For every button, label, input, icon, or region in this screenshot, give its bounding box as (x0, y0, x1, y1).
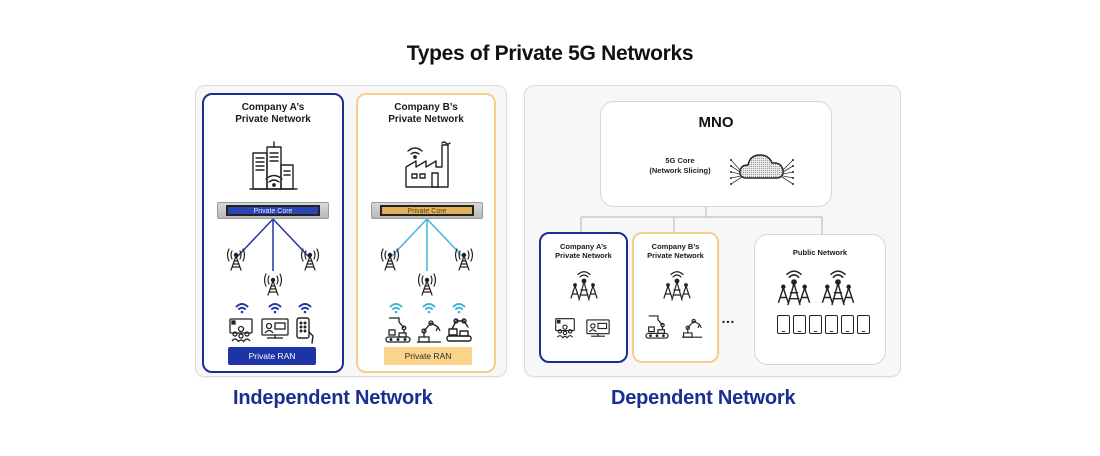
smartphone-icon (825, 315, 838, 334)
robot-arm-conveyor-icon (645, 315, 669, 339)
smartphone-icon (857, 315, 870, 334)
5g-core-label: 5G Core (Network Slicing) (649, 156, 711, 175)
company-b-dependent-title: Company B’s Private Network (647, 242, 704, 260)
cell-tower-cluster-icon (570, 271, 598, 301)
mno-connector-lines (580, 207, 823, 238)
wifi-icon (298, 303, 312, 315)
cell-tower-icon (454, 248, 474, 271)
cell-tower-icon (417, 273, 437, 296)
cell-tower-cluster-icon (777, 270, 811, 306)
smartphone-hand-icon (296, 317, 314, 344)
phone-row (777, 315, 870, 334)
robot-arm-conveyor-icon (385, 317, 411, 343)
smartphone-icon (793, 315, 806, 334)
public-network-box: Public Network (754, 234, 886, 365)
industrial-robot-icon (681, 318, 703, 338)
company-a-title: Company A’s Private Network (235, 102, 311, 125)
wifi-icon (268, 303, 282, 315)
smartphone-icon (777, 315, 790, 334)
cloud-network-icon (730, 154, 794, 185)
factory-wifi-icon (405, 141, 451, 188)
cell-tower-cluster-icon (821, 270, 855, 306)
presentation-screen-icon (586, 319, 610, 337)
cell-tower-icon (263, 273, 283, 296)
independent-network-panel: Company A’s Private Network Private Core (195, 85, 507, 377)
private-ran-label-a: Private RAN (228, 347, 316, 365)
private-ran-label-b: Private RAN (384, 347, 472, 365)
independent-network-label: Independent Network (233, 387, 433, 409)
mno-title: MNO (698, 114, 734, 131)
industrial-robot-icon (416, 320, 442, 343)
company-b-dependent-box: Company B’s Private Network (632, 232, 719, 363)
robot-packaging-icon (446, 318, 472, 342)
private-core-server-a: Private Core (217, 202, 329, 219)
public-network-title: Public Network (792, 248, 848, 257)
cell-tower-cluster-icon (663, 271, 691, 301)
cell-tower-icon (300, 248, 320, 271)
wifi-icon (235, 303, 249, 315)
cell-tower-icon (226, 248, 246, 271)
core-to-tower-links-a (236, 218, 310, 271)
company-a-independent-box: Company A’s Private Network Private Core (202, 93, 344, 373)
diagram-title: Types of Private 5G Networks (406, 42, 694, 65)
more-networks-ellipsis: … (721, 310, 736, 326)
company-b-independent-box: Company B’s Private Network Private Core (356, 93, 496, 373)
dependent-network-panel: MNO 5G Core (Network Slicing) Company A’… (524, 85, 901, 377)
company-b-title: Company B’s Private Network (388, 102, 464, 125)
video-conference-icon (229, 318, 253, 343)
wifi-icon (422, 303, 436, 315)
company-a-dependent-title: Company A’s Private Network (555, 242, 612, 260)
core-to-tower-links-b (390, 218, 464, 271)
wifi-icon (389, 303, 403, 315)
presentation-screen-icon (261, 318, 289, 339)
office-building-wifi-icon (249, 141, 298, 190)
private-core-server-b: Private Core (371, 202, 483, 219)
smartphone-icon (809, 315, 822, 334)
wifi-icon (452, 303, 466, 315)
mno-box: MNO 5G Core (Network Slicing) (600, 101, 832, 207)
video-conference-icon (555, 318, 575, 339)
dependent-network-label: Dependent Network (611, 387, 796, 409)
smartphone-icon (841, 315, 854, 334)
company-a-dependent-box: Company A’s Private Network (539, 232, 628, 363)
cell-tower-icon (380, 248, 400, 271)
